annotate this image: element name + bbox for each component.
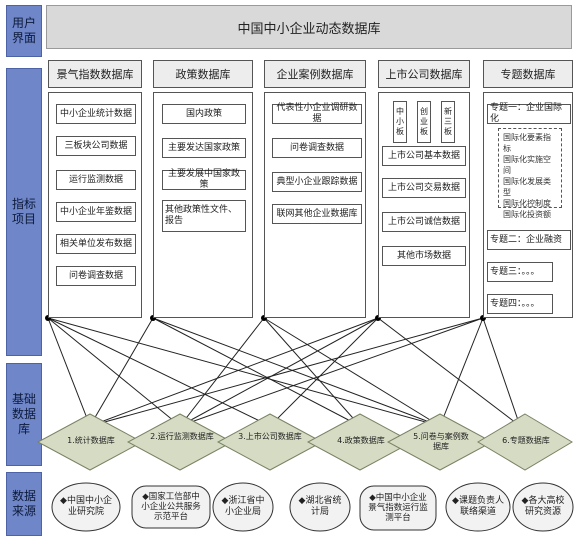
list-item: 主要发达国家政策 bbox=[162, 138, 246, 158]
source-shape-1 bbox=[51, 482, 121, 532]
page-title-bar: 中国中小企业动态数据库 bbox=[46, 5, 572, 49]
list-item: 三板块公司数据 bbox=[56, 136, 136, 156]
base-db-label-5: 5.问卷与案例数据库 bbox=[413, 432, 469, 451]
list-item: 其他政策性文件、报告 bbox=[162, 200, 246, 232]
topic-subitem: 国际化控制度 bbox=[503, 199, 551, 208]
list-item: 中小企业统计数据 bbox=[56, 104, 136, 124]
list-item: 典型小企业跟踪数据 bbox=[272, 172, 362, 192]
base-db-label-1: 1.统计数据库 bbox=[67, 436, 115, 445]
base-db-label-3: 3.上市公司数据库 bbox=[238, 432, 302, 441]
source-item: ◆浙江省中小企业局 bbox=[221, 496, 265, 517]
source-item: ◆中国中小企业景气指数运行监测平台 bbox=[368, 493, 428, 523]
list-item: 问卷调查数据 bbox=[272, 138, 362, 158]
side-label-indicator-items: 指标项目 bbox=[6, 68, 42, 356]
column-header-case: 企业案例数据库 bbox=[264, 60, 366, 88]
board-tag-sme: 中小板 bbox=[393, 101, 407, 143]
side-label-data-source: 数据来源 bbox=[6, 472, 42, 536]
base-db-label-2: 2.运行监测数据库 bbox=[150, 432, 214, 441]
diamond-4 bbox=[306, 413, 414, 471]
list-item: 上市公司基本数据 bbox=[382, 146, 466, 166]
source-shape-6 bbox=[445, 482, 511, 532]
source-item: ◆各大高校研究资源 bbox=[521, 496, 565, 517]
base-db-label-4: 4.政策数据库 bbox=[337, 436, 385, 445]
diamond-2 bbox=[126, 413, 234, 471]
board-tag-neeq: 新三板 bbox=[441, 101, 455, 143]
source-shape-5 bbox=[359, 485, 437, 531]
list-item: 中小企业年鉴数据 bbox=[56, 202, 136, 222]
source-shape-3 bbox=[212, 482, 274, 532]
side-label-base-database: 基础数据库 bbox=[6, 363, 42, 466]
diamond-1 bbox=[36, 413, 144, 471]
topic-subitem: 国际化发展类型 bbox=[503, 177, 551, 197]
board-tag-gem: 创业板 bbox=[417, 101, 431, 143]
column-header-listed: 上市公司数据库 bbox=[378, 60, 470, 88]
topic-subitem: 国际化实施空间 bbox=[503, 155, 551, 175]
source-shape-4 bbox=[289, 482, 351, 532]
list-item: 问卷调查数据 bbox=[56, 266, 136, 286]
diamond-5 bbox=[386, 413, 494, 471]
diamond-3 bbox=[216, 413, 324, 471]
page-title: 中国中小企业动态数据库 bbox=[237, 21, 381, 37]
column-header-topic: 专题数据库 bbox=[483, 60, 573, 88]
source-shape-7 bbox=[512, 482, 574, 532]
list-item: 联网其他企业数据库 bbox=[272, 204, 362, 224]
base-db-label-6: 6.专题数据库 bbox=[502, 436, 550, 445]
list-item: 其他市场数据 bbox=[382, 246, 466, 266]
column-header-prosperity: 景气指数数据库 bbox=[48, 60, 142, 88]
list-item: 相关单位发布数据 bbox=[56, 234, 136, 254]
source-item: ◆课题负责人联络渠道 bbox=[452, 496, 504, 517]
list-item: 主要发展中国家政策 bbox=[162, 169, 246, 190]
list-item: 上市公司诚信数据 bbox=[382, 212, 466, 232]
topic-subitem: 国际化要素指标 bbox=[503, 133, 551, 153]
list-item: 运行监测数据 bbox=[56, 170, 136, 190]
column-header-policy: 政策数据库 bbox=[153, 60, 253, 88]
topic-item-1: 专题一：企业国际化 bbox=[487, 103, 571, 124]
connection-lines bbox=[47, 317, 521, 427]
side-label-user-interface: 用户界面 bbox=[6, 5, 42, 57]
base-diamonds bbox=[36, 413, 573, 471]
source-item: ◆国家工信部中小企业公共服务示范平台 bbox=[141, 492, 201, 522]
topic-subitem: 国际化投资额 bbox=[503, 210, 551, 219]
source-item: ◆湖北省统计局 bbox=[298, 496, 342, 517]
topic-item-3: 专题三：。。。 bbox=[487, 262, 553, 282]
topic-subitems-box: 国际化要素指标 国际化实施空间 国际化发展类型 国际化控制度 国际化投资额 bbox=[498, 128, 562, 219]
topic-item-4: 专题四：。。。 bbox=[487, 294, 553, 314]
source-shape-2 bbox=[131, 485, 211, 529]
source-item: ◆中国中小企业研究院 bbox=[60, 496, 112, 517]
list-item: 代表性小企业调研数据 bbox=[272, 103, 362, 124]
list-item: 上市公司交易数据 bbox=[382, 178, 466, 198]
list-item: 国内政策 bbox=[162, 104, 246, 124]
diamond-6 bbox=[477, 413, 573, 471]
topic-item-2: 专题二：企业融资 bbox=[487, 230, 571, 250]
